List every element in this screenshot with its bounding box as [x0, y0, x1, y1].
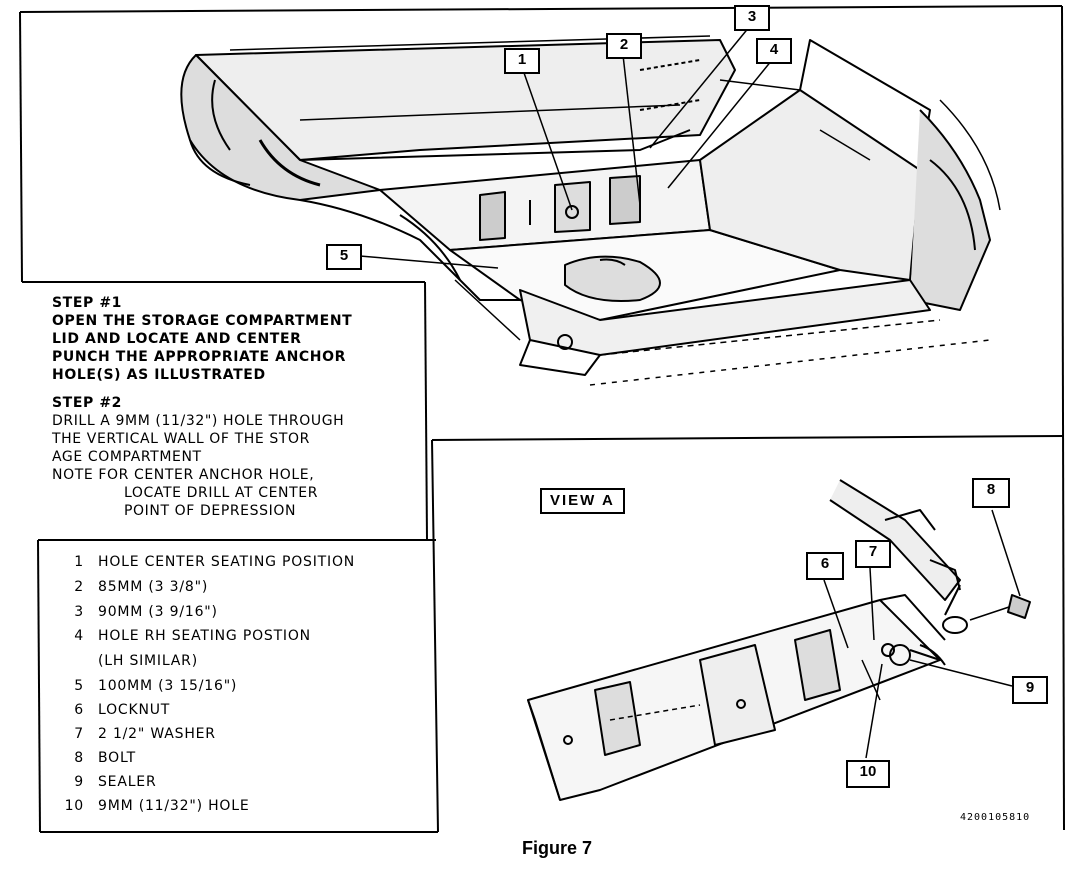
callout-10: 10 [846, 760, 890, 788]
step1-line-4: HOLE(S) AS ILLUSTRATED [52, 367, 266, 383]
callout-6: 6 [806, 552, 844, 580]
image-code: 4200105810 [960, 812, 1031, 823]
view-a-detail [527, 479, 1031, 801]
callout-7: 7 [855, 540, 891, 568]
step2-title: STEP #2 [52, 395, 123, 411]
step1-title: STEP #1 [52, 295, 123, 311]
step1-line-1: OPEN THE STORAGE COMPARTMENT [52, 313, 353, 329]
view-a-label: VIEW A [540, 488, 625, 514]
callout-8: 8 [972, 478, 1010, 508]
legend-item-4b: (LH SIMILAR) [98, 653, 198, 669]
callout-4: 4 [756, 38, 792, 64]
step2-line-3: AGE COMPARTMENT [52, 449, 202, 465]
note-line-1: NOTE FOR CENTER ANCHOR HOLE, [52, 467, 315, 483]
trunk-illustration [180, 35, 1001, 386]
callout-9: 9 [1012, 676, 1048, 704]
figure-caption: Figure 7 [522, 838, 593, 858]
step1-line-3: PUNCH THE APPROPRIATE ANCHOR [52, 349, 346, 365]
step2-line-1: DRILL A 9MM (11/32") HOLE THROUGH [52, 413, 345, 429]
note-line-3: POINT OF DEPRESSION [124, 503, 297, 519]
note-line-2: LOCATE DRILL AT CENTER [124, 485, 319, 501]
step2-line-2: THE VERTICAL WALL OF THE STOR [52, 431, 310, 447]
callout-1: 1 [504, 48, 540, 74]
callout-2: 2 [606, 33, 642, 59]
callout-3: 3 [734, 5, 770, 31]
callout-5: 5 [326, 244, 362, 270]
step1-line-2: LID AND LOCATE AND CENTER [52, 331, 302, 347]
steps-panel: STEP #1 OPEN THE STORAGE COMPARTMENT LID… [52, 294, 352, 520]
